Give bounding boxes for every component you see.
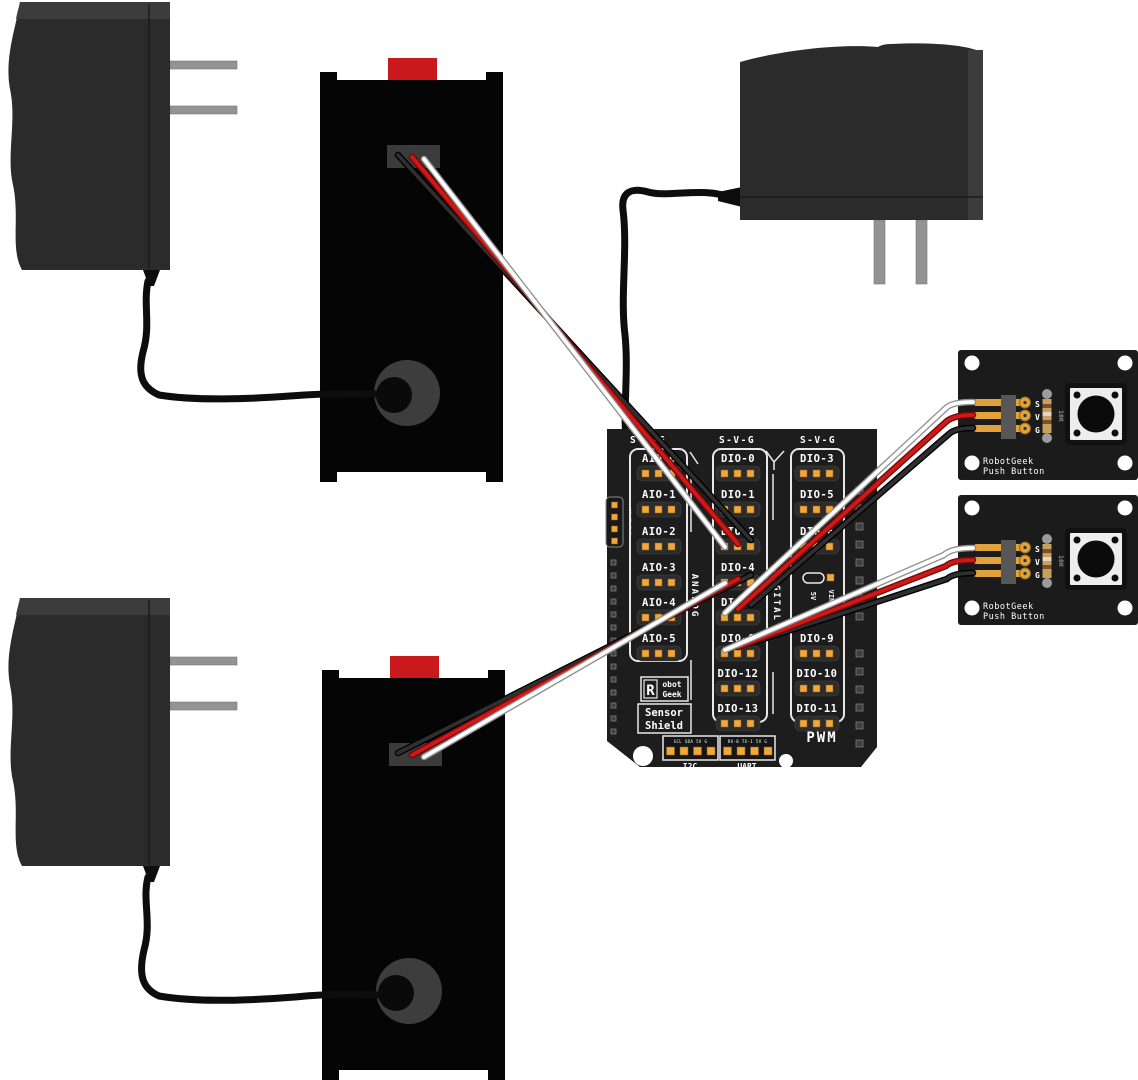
svg-text:DIO-5: DIO-5	[800, 489, 834, 501]
svg-text:AIO-2: AIO-2	[642, 526, 676, 538]
right-header-pads	[855, 486, 864, 748]
svg-text:Sensor: Sensor	[645, 707, 683, 719]
socket-DIO-11: DIO-11	[794, 703, 840, 732]
cable-pump1-to-DIO-2	[394, 151, 755, 551]
adapter3-body	[740, 43, 983, 221]
svg-text:DIO-3: DIO-3	[800, 453, 834, 465]
i2c-pin-names: SCL SDA 5V G	[674, 739, 708, 744]
panel-decoration	[689, 450, 785, 470]
shield-mount-hole	[633, 746, 653, 766]
adapter3-prong	[873, 219, 886, 285]
adapter3-prong	[915, 219, 928, 285]
header-digital-svg: S-V-G	[719, 435, 755, 446]
svg-text:DIO-9: DIO-9	[800, 633, 834, 645]
svg-text:DIO-10: DIO-10	[797, 668, 838, 680]
shield-mount-hole	[779, 754, 793, 768]
wall-adapter-3	[619, 43, 983, 459]
svg-text:AIO-4: AIO-4	[642, 597, 676, 609]
socket-AIO-3: AIO-3	[636, 562, 682, 591]
pump2-jack-plug	[378, 975, 414, 1011]
socket-AIO-5: AIO-5	[636, 633, 682, 662]
svg-text:DIO-11: DIO-11	[797, 703, 838, 715]
cable-button1-to-DIO-7	[721, 398, 977, 617]
svg-text:R: R	[646, 683, 655, 699]
socket-AIO-1: AIO-1	[636, 489, 682, 518]
i2c-label: I2C	[683, 762, 698, 771]
left-header-pads	[610, 559, 617, 735]
left-breakout	[605, 496, 624, 548]
svg-text:AIO-5: AIO-5	[642, 633, 676, 645]
wall-adapter-2	[7, 597, 238, 883]
i2c-block: SCL SDA 5V G I2C	[662, 735, 719, 771]
adapter3-cord	[619, 186, 735, 459]
pwm-section-label: PWM	[806, 730, 837, 746]
adapter3-cord-nub	[718, 187, 742, 207]
pump1-jack-plug	[376, 377, 412, 413]
header-pwm-svg: S-V-G	[800, 435, 836, 446]
jumper-vin-label: VIN	[827, 590, 835, 603]
pump-device-1	[320, 58, 503, 482]
jumper-5v-label: 5V	[809, 592, 817, 601]
svg-text:DIO-1: DIO-1	[721, 489, 755, 501]
svg-text:DIO-12: DIO-12	[718, 668, 759, 680]
socket-DIO-9: DIO-9	[794, 633, 840, 662]
cable-button2-to-DIO-8	[721, 544, 977, 654]
socket-DIO-3: DIO-3	[794, 453, 840, 482]
svg-text:Geek: Geek	[662, 690, 681, 699]
svg-text:DIO-0: DIO-0	[721, 453, 755, 465]
svg-text:obot: obot	[662, 680, 681, 689]
push-button-2	[957, 494, 1138, 626]
socket-DIO-10: DIO-10	[794, 668, 840, 697]
analog-section-label: ANALOG	[689, 574, 699, 619]
cable-pump2-to-DIO-4	[394, 571, 755, 761]
left-breakout-pads	[611, 501, 618, 545]
socket-AIO-2: AIO-2	[636, 526, 682, 555]
digital-section-label: DIGITAL	[771, 570, 781, 622]
socket-DIO-13: DIO-13	[715, 703, 761, 732]
power-jumper: 5V VIN	[802, 572, 835, 603]
socket-DIO-12: DIO-12	[715, 668, 761, 697]
uart-label: UART	[737, 762, 756, 771]
adapter3-side-band	[968, 50, 983, 220]
adapter2-cord	[138, 873, 404, 1004]
wall-adapter-1	[7, 1, 238, 287]
svg-text:DIO-13: DIO-13	[718, 703, 759, 715]
robotgeek-logo: R obot Geek Sensor Shield	[637, 676, 692, 734]
svg-text:AIO-3: AIO-3	[642, 562, 676, 574]
svg-text:Shield: Shield	[645, 720, 683, 732]
push-button-1	[957, 349, 1138, 481]
uart-pin-names: RX-0 TX-1 5V G	[728, 739, 768, 744]
svg-text:DIO-4: DIO-4	[721, 562, 755, 574]
svg-text:AIO-1: AIO-1	[642, 489, 676, 501]
adapter1-cord	[137, 277, 402, 403]
uart-block: RX-0 TX-1 5V G UART	[719, 735, 776, 771]
socket-DIO-0: DIO-0	[715, 453, 761, 482]
